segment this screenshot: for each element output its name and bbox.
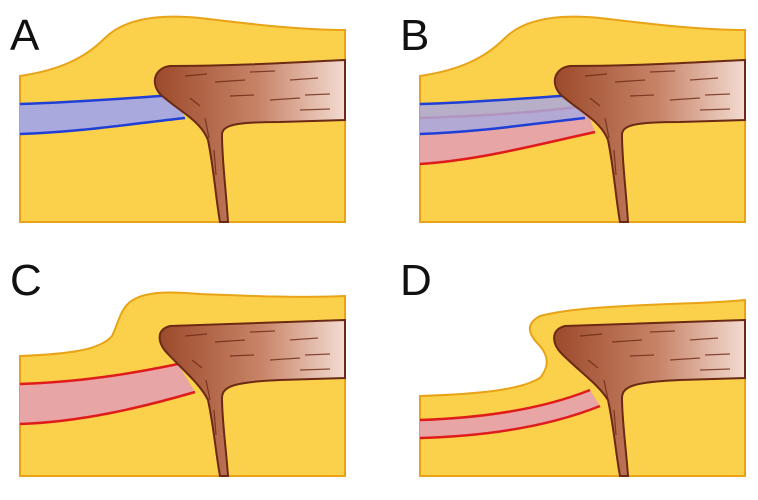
panel-c: C [10, 256, 346, 477]
bone-texture [184, 330, 331, 436]
panel-b: B [400, 11, 746, 223]
red-band-bottom-edge [19, 390, 196, 426]
blue-band-top-edge [19, 93, 176, 106]
red-band-top-edge [419, 388, 591, 422]
blue-band [420, 95, 585, 134]
red-band-bottom-edge [419, 130, 596, 166]
bone-texture [579, 330, 731, 436]
panel-label-a: A [10, 11, 40, 60]
bone-texture [184, 70, 331, 176]
blue-band-top-edge [419, 93, 576, 106]
panel-label-b: B [400, 11, 429, 60]
bone [153, 58, 346, 223]
red-band [20, 364, 195, 424]
bone-texture [584, 70, 731, 176]
bone [158, 318, 346, 477]
red-band-bottom-edge [419, 404, 601, 440]
panel-a: A [10, 11, 346, 223]
panel-label-d: D [400, 256, 432, 305]
panel-label-c: C [10, 256, 42, 305]
blue-band-bottom-edge [19, 116, 186, 136]
blue-band [20, 95, 185, 134]
red-band-top-edge [19, 362, 179, 386]
bone [553, 58, 746, 223]
blue-band-bottom-edge [419, 116, 586, 136]
panel-d: D [400, 256, 746, 477]
